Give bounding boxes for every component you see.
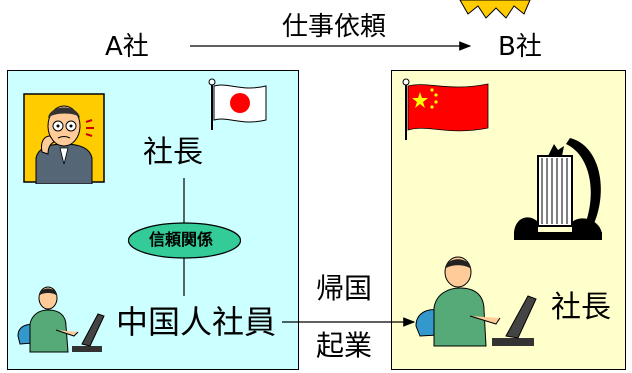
japan-flag-icon: [208, 78, 267, 130]
worried-businessman-icon: [23, 93, 105, 184]
relationship-ellipse-shape: [127, 222, 242, 259]
office-building-icon: [514, 138, 602, 240]
china-flag-icon: [402, 78, 489, 140]
trust-relationship-node: 信頼関係: [127, 222, 242, 259]
company-b-label: B社: [498, 32, 542, 62]
return-home-label: 帰国: [316, 272, 373, 305]
chinese-employee-label: 中国人社員: [116, 303, 277, 341]
company-a-label: A社: [105, 32, 149, 62]
start-business-label: 起業: [316, 329, 373, 362]
left-president-label: 社長: [143, 135, 203, 170]
right-president-label: 社長: [551, 290, 611, 325]
businessman-at-computer-icon: [17, 286, 105, 353]
request-label: 仕事依頼: [282, 12, 387, 42]
starburst-icon: [459, 0, 531, 19]
businessman-at-computer-icon: [415, 256, 537, 347]
relationship-label: 信頼関係: [149, 230, 214, 249]
